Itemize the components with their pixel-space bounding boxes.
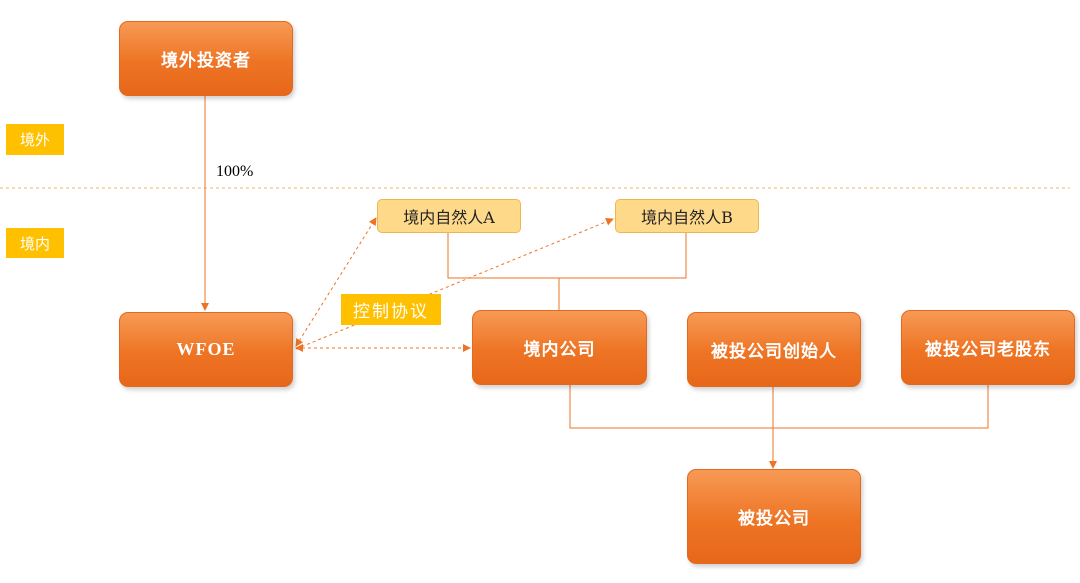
foreign-investor-node: 境外投资者 — [119, 21, 293, 96]
person-a-connector — [447, 231, 559, 279]
target-founder-node: 被投公司创始人 — [687, 312, 861, 387]
wfoe-node: WFOE — [119, 312, 293, 387]
control-agreement-label: 控制协议 — [341, 294, 441, 325]
target-company-node: 被投公司 — [687, 469, 861, 564]
ownership-label: 100% — [216, 163, 254, 180]
domestic-company-node: 境内公司 — [472, 310, 647, 385]
person-b-connector — [559, 231, 687, 279]
offshore-region-label: 境外 — [6, 124, 64, 155]
person-b-node: 境内自然人B — [615, 199, 759, 233]
person-a-node: 境内自然人A — [377, 199, 521, 233]
target-old-shareholders-node: 被投公司老股东 — [901, 310, 1075, 385]
control-arrow-person-a — [295, 217, 377, 347]
onshore-region-label: 境内 — [6, 228, 64, 258]
shareholder-bus — [569, 384, 989, 429]
